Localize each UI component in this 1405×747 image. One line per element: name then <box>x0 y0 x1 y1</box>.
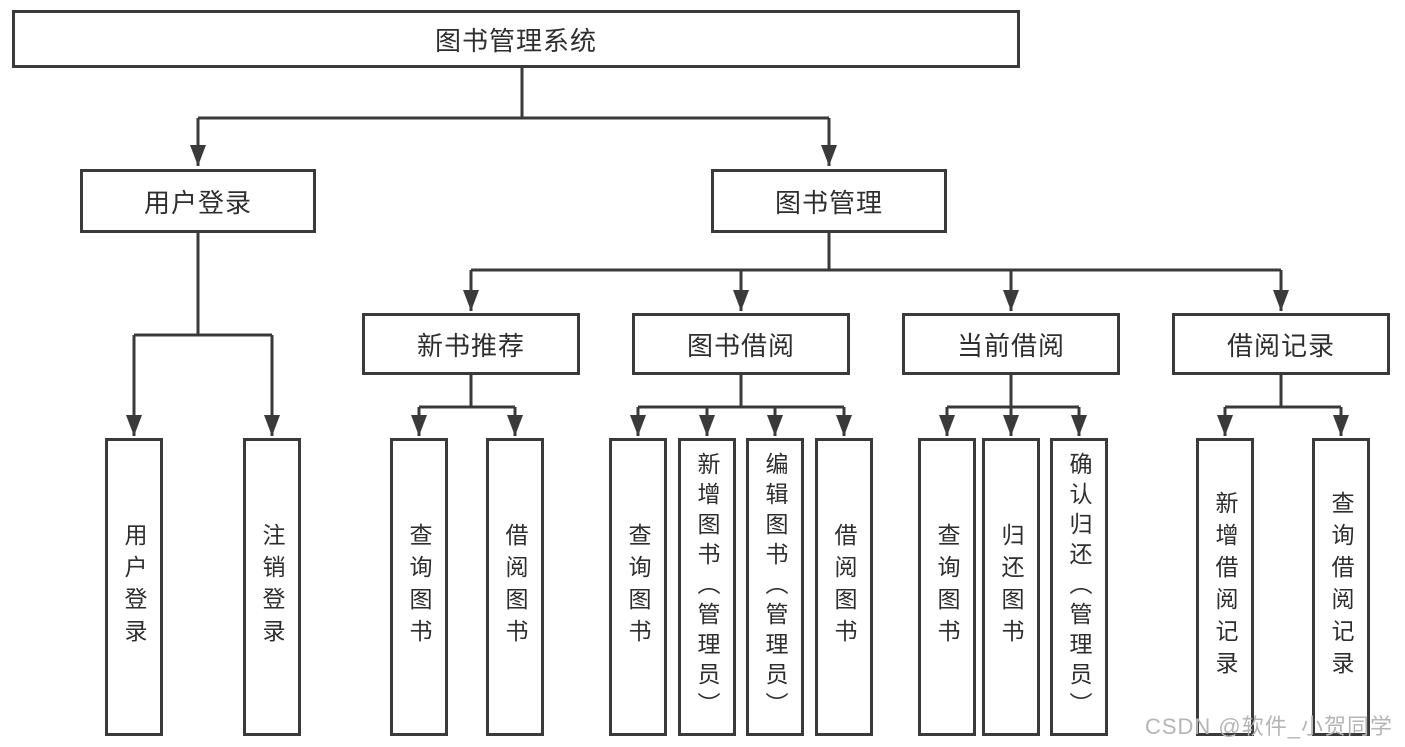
leaf-logout: 注销登录 <box>243 438 301 736</box>
leaf-confirm-return-admin-label: 确认归还（管理员） <box>1066 452 1092 722</box>
node-current-borrowing-label: 当前借阅 <box>956 330 1065 361</box>
leaf-confirm-return-admin: 确认归还（管理员） <box>1050 438 1108 736</box>
leaf-query-books-recommend-label: 查询图书 <box>406 523 432 651</box>
leaf-add-book-admin: 新增图书（管理员） <box>678 438 736 736</box>
node-user-login: 用户登录 <box>80 169 316 233</box>
connector-book-management-children <box>463 233 1289 311</box>
connector-user-login-children <box>126 233 280 436</box>
leaf-user-login: 用户登录 <box>105 438 163 736</box>
connector-borrowing-records-children <box>1217 375 1349 436</box>
node-book-borrowing-label: 图书借阅 <box>686 330 795 361</box>
leaf-query-books-borrowing: 查询图书 <box>609 438 667 736</box>
leaf-add-book-admin-label: 新增图书（管理员） <box>694 452 720 722</box>
leaf-add-borrow-record-label: 新增借阅记录 <box>1212 491 1238 683</box>
node-library-management-system: 图书管理系统 <box>12 10 1020 68</box>
leaf-query-books-current: 查询图书 <box>918 438 976 736</box>
csdn-watermark: CSDN @软件_小贺同学 <box>1144 714 1393 739</box>
node-borrowing-records: 借阅记录 <box>1172 313 1390 375</box>
leaf-borrow-books-borrowing: 借阅图书 <box>815 438 873 736</box>
leaf-query-borrow-record: 查询借阅记录 <box>1312 438 1370 736</box>
leaf-logout-label: 注销登录 <box>259 523 285 651</box>
node-borrowing-records-label: 借阅记录 <box>1226 330 1335 361</box>
leaf-borrow-books-recommend-label: 借阅图书 <box>502 523 528 651</box>
node-new-book-recommendation-label: 新书推荐 <box>416 330 525 361</box>
leaf-return-books: 归还图书 <box>982 438 1040 736</box>
leaf-return-books-label: 归还图书 <box>998 523 1024 651</box>
node-library-management-system-label: 图书管理系统 <box>434 25 597 56</box>
leaf-edit-book-admin-label: 编辑图书（管理员） <box>762 452 788 722</box>
leaf-query-books-current-label: 查询图书 <box>934 523 960 651</box>
node-book-borrowing: 图书借阅 <box>632 313 850 375</box>
leaf-borrow-books-recommend: 借阅图书 <box>486 438 544 736</box>
leaf-add-borrow-record: 新增借阅记录 <box>1196 438 1254 736</box>
connector-root-to-level2 <box>190 68 837 166</box>
node-book-management: 图书管理 <box>711 169 947 233</box>
connector-new-book-recommendation-children <box>411 375 523 436</box>
leaf-borrow-books-borrowing-label: 借阅图书 <box>831 523 857 651</box>
leaf-user-login-label: 用户登录 <box>121 523 147 651</box>
leaf-query-books-recommend: 查询图书 <box>390 438 448 736</box>
node-new-book-recommendation: 新书推荐 <box>362 313 580 375</box>
leaf-query-borrow-record-label: 查询借阅记录 <box>1328 491 1354 683</box>
node-current-borrowing: 当前借阅 <box>902 313 1120 375</box>
node-user-login-label: 用户登录 <box>143 187 252 218</box>
leaf-edit-book-admin: 编辑图书（管理员） <box>746 438 804 736</box>
connector-current-borrowing-children <box>939 375 1087 436</box>
connector-book-borrowing-children <box>630 375 852 436</box>
leaf-query-books-borrowing-label: 查询图书 <box>625 523 651 651</box>
node-book-management-label: 图书管理 <box>774 187 883 218</box>
